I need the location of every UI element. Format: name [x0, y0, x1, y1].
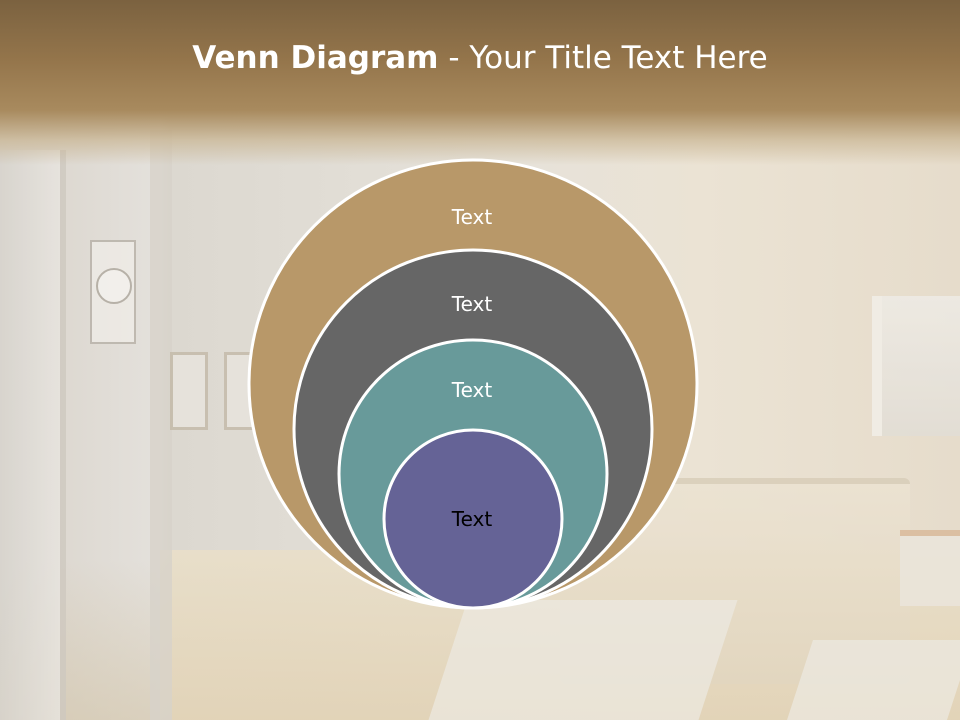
venn-label-third: Text — [451, 378, 493, 402]
venn-label-inner: Text — [451, 507, 493, 531]
slide-title-bold: Venn Diagram — [192, 40, 439, 76]
background-door — [0, 150, 66, 720]
venn-circle-inner[interactable] — [382, 428, 564, 610]
slide-title: Venn Diagram - Your Title Text Here — [0, 40, 960, 76]
background-nightstand — [900, 530, 960, 606]
background-wall-clock — [90, 240, 136, 344]
background-pillar — [150, 130, 172, 720]
title-band — [0, 0, 960, 165]
venn-label-outer: Text — [451, 205, 493, 229]
venn-label-second: Text — [451, 292, 493, 316]
background-picture-frame — [170, 352, 208, 430]
background-window — [872, 296, 960, 436]
slide-title-rest: - Your Title Text Here — [438, 40, 768, 76]
